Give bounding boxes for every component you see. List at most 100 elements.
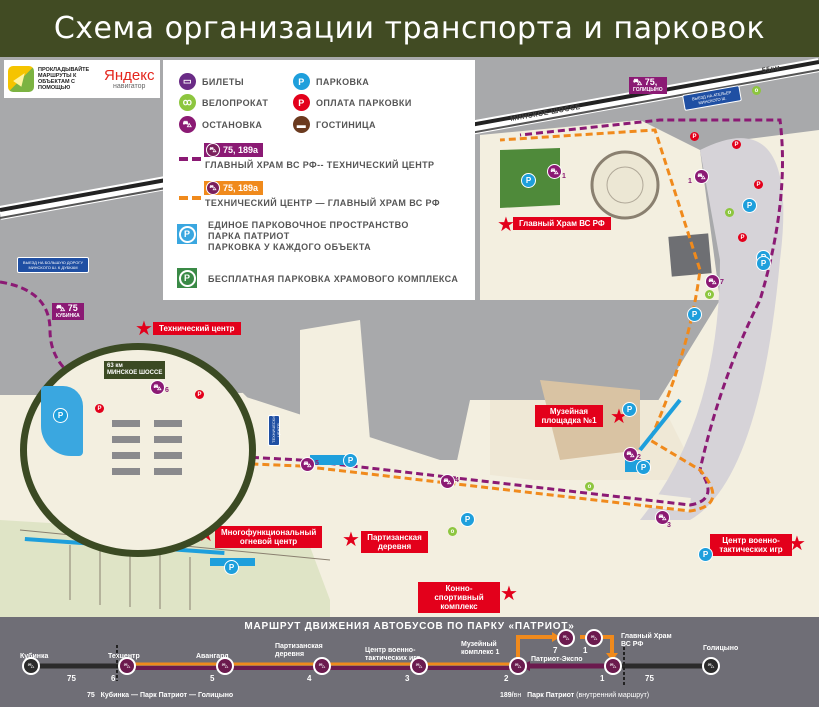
route-75-legend: 75 Кубинка — Парк Патриот — Голицыно xyxy=(87,692,233,699)
paid-parking-icon[interactable]: P xyxy=(95,404,104,413)
tech-center-sign: ТЕХНИЧЕСКИЙ ЦЕНТР xyxy=(268,413,281,446)
bus-stop-icon[interactable]: ⛍ xyxy=(300,457,315,472)
bike-icon[interactable]: o xyxy=(585,482,594,491)
parking-icon[interactable]: P xyxy=(742,198,757,213)
station-label: Центр военно-тактических игр xyxy=(365,647,421,662)
free-parking-icon: P xyxy=(177,268,197,288)
stop-number: 5 xyxy=(315,460,319,467)
bus-stop-icon[interactable]: ⛍ xyxy=(313,657,331,675)
parking-icon[interactable]: P xyxy=(343,453,358,468)
station-number: 4 xyxy=(307,674,312,683)
map-legend: ▭ БИЛЕТЫ ꝏ ВЕЛОПРОКАТ ⛍ ОСТАНОВКА P ПАРК… xyxy=(163,60,475,300)
legend-label: ОСТАНОВКА xyxy=(202,119,263,130)
yandex-brand-sub: навигатор xyxy=(113,83,146,90)
bus-stop-icon[interactable]: ⛍ xyxy=(694,169,709,184)
bus-stop-icon[interactable]: ⛍ xyxy=(410,657,428,675)
paid-parking-icon[interactable]: P xyxy=(754,180,763,189)
paid-parking-icon[interactable]: P xyxy=(732,140,741,149)
legend-item-bus-stop: ⛍ ОСТАНОВКА xyxy=(179,116,262,133)
place-tech-center[interactable]: Технический центр xyxy=(153,322,241,335)
exit-sign-left: ВЫЕЗД НА БОЛЬШУЮ ДОРОГУ МИНСКОГО Ш. К ДУ… xyxy=(17,257,89,273)
unified-parking-icon: P xyxy=(177,224,197,244)
legend-item-hotel: ▬ ГОСТИНИЦА xyxy=(293,116,376,133)
yandex-brand-name: Яндекс xyxy=(104,67,155,84)
station-label: Голицыно xyxy=(703,645,739,652)
bus-stop-icon[interactable]: ⛍ xyxy=(440,474,455,489)
legend-item-paid-parking: P ОПЛАТА ПАРКОВКИ xyxy=(293,94,412,111)
purple-dash-line xyxy=(179,157,201,161)
parking-icon[interactable]: P xyxy=(521,173,536,188)
paid-parking-icon[interactable]: P xyxy=(738,233,747,242)
station-number: 5 xyxy=(210,674,215,683)
parking-icon[interactable]: P xyxy=(687,307,702,322)
bike-icon[interactable]: o xyxy=(448,527,457,536)
station-number: 6 xyxy=(111,674,116,683)
bus-stop-icon[interactable]: ⛍ xyxy=(585,629,603,647)
header: Схема организации транспорта и парковок xyxy=(0,0,819,57)
bus-stop-icon[interactable]: ⛍ xyxy=(655,510,670,525)
bus-stop-icon[interactable]: ⛍ xyxy=(547,164,562,179)
place-main-temple[interactable]: Главный Храм ВС РФ xyxy=(513,217,611,230)
route-num: 75 xyxy=(87,692,95,699)
parking-icon[interactable]: P xyxy=(224,560,239,575)
bus-stop-icon[interactable]: ⛍ xyxy=(150,380,165,395)
legend-line: ПАРКА ПАТРИОТ xyxy=(208,231,290,241)
bus-icon: ⛍ xyxy=(633,77,645,87)
stop-number: 3 xyxy=(667,522,671,529)
stop-number: 2 xyxy=(637,454,641,461)
star-icon: ★ xyxy=(500,583,518,605)
map-area[interactable]: ПРОКЛАДЫВАЙТЕ МАРШРУТЫ К ОБЪЕКТАМ С ПОМО… xyxy=(0,57,819,617)
bus-stop-icon[interactable]: ⛍ xyxy=(557,629,575,647)
yandex-navigator-ad[interactable]: ПРОКЛАДЫВАЙТЕ МАРШРУТЫ К ОБЪЕКТАМ С ПОМО… xyxy=(4,60,160,98)
place-equestrian[interactable]: Конно-спортивный комплекс xyxy=(418,582,500,613)
stop-number: 7 xyxy=(720,279,724,286)
bike-icon[interactable]: o xyxy=(725,208,734,217)
bus-stop-icon[interactable]: ⛍ xyxy=(705,274,720,289)
bus-badge-kubinka: ⛍ 75 КУБИНКА xyxy=(52,303,84,320)
paid-parking-icon[interactable]: P xyxy=(195,390,204,399)
station-label: Техцентр xyxy=(108,653,140,661)
bus-icon: ⛍ xyxy=(206,181,220,195)
route-label-orange: ТЕХНИЧЕСКИЙ ЦЕНТР — ГЛАВНЫЙ ХРАМ ВС РФ xyxy=(205,198,440,208)
stop-number: 6 xyxy=(165,387,169,394)
star-icon: ★ xyxy=(135,318,153,340)
parking-icon[interactable]: P xyxy=(460,512,475,527)
bike-icon: ꝏ xyxy=(179,94,196,111)
hotel-icon: ▬ xyxy=(293,116,310,133)
legend-label: ГОСТИНИЦА xyxy=(316,119,376,130)
bike-icon[interactable]: o xyxy=(705,290,714,299)
parking-icon[interactable]: P xyxy=(53,408,68,423)
parking-icon[interactable]: P xyxy=(698,547,713,562)
station-label: Главный Храм ВС РФ xyxy=(621,633,672,648)
bus-stop-icon[interactable]: ⛍ xyxy=(22,657,40,675)
bus-stop-icon[interactable]: ⛍ xyxy=(604,657,622,675)
bus-stop-icon[interactable]: ⛍ xyxy=(623,447,638,462)
place-museum-1[interactable]: Музейная площадка №1 xyxy=(535,405,603,427)
route-badge-text: 75, 189а xyxy=(223,183,259,193)
bus-icon: ⛍ xyxy=(56,303,68,313)
bus-stop-icon[interactable]: ⛍ xyxy=(118,657,136,675)
bus-stop-icon[interactable]: ⛍ xyxy=(216,657,234,675)
free-parking-label: БЕСПЛАТНАЯ ПАРКОВКА ХРАМОВОГО КОМПЛЕКСА xyxy=(208,274,459,284)
parking-icon[interactable]: P xyxy=(756,256,771,271)
route-desc: Кубинка — Парк Патриот — Голицыно xyxy=(100,692,234,699)
bike-icon[interactable]: o xyxy=(752,86,761,95)
legend-item-parking: P ПАРКОВКА xyxy=(293,73,369,90)
bus-stop-icon: ⛍ xyxy=(179,116,196,133)
parking-icon[interactable]: P xyxy=(636,460,651,475)
place-fire-center[interactable]: Многофункциональный огневой центр xyxy=(215,526,322,548)
inset-km-label: 63 км МИНСКОЕ ШОССЕ xyxy=(104,361,166,379)
paid-parking-icon[interactable]: P xyxy=(690,132,699,141)
stop-number: 1 xyxy=(688,178,692,185)
bus-stop-icon[interactable]: ⛍ xyxy=(509,657,527,675)
parking-icon[interactable]: P xyxy=(622,402,637,417)
place-partisan-village[interactable]: Партизанская деревня xyxy=(361,531,428,553)
yandex-brand: Яндекс навигатор xyxy=(104,68,154,90)
route-panel-title: МАРШРУТ ДВИЖЕНИЯ АВТОБУСОВ ПО ПАРКУ «ПАТ… xyxy=(244,621,575,632)
ticket-icon: ▭ xyxy=(179,73,196,90)
star-icon: ★ xyxy=(788,533,806,555)
legend-label: ПАРКОВКА xyxy=(316,76,370,87)
bus-stop-icon[interactable]: ⛍ xyxy=(702,657,720,675)
segment-label-75: 75 xyxy=(67,674,76,683)
place-tactical-games[interactable]: Центр военно-тактических игр xyxy=(710,534,792,556)
